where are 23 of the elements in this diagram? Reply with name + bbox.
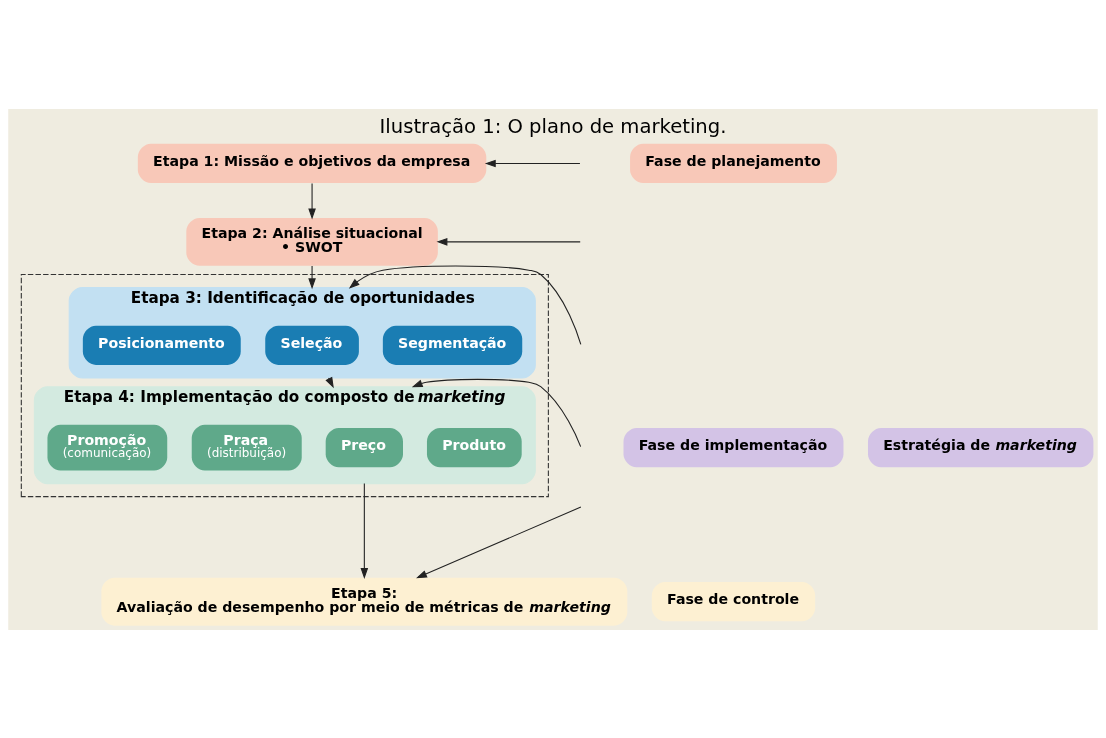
arrow xyxy=(360,482,369,579)
arrow xyxy=(308,264,316,289)
arrow xyxy=(348,264,582,345)
arrow xyxy=(416,505,582,578)
node-box: Posicionamento xyxy=(82,325,241,365)
node-box: Promoção (comunicação) xyxy=(47,424,168,471)
cluster xyxy=(20,273,549,497)
node-box: Estratégia de marketing xyxy=(868,427,1094,467)
node-box: Fase de implementação xyxy=(623,427,844,467)
node-box: Produto xyxy=(426,427,522,467)
node-box: Fase de planejamento xyxy=(630,143,837,183)
diagram-title: Ilustração 1: O plano de marketing. xyxy=(379,114,727,138)
node-box: Etapa 2: Análise situacional • SWOT xyxy=(186,217,438,266)
arrow xyxy=(308,182,316,219)
node-box: Etapa 1: Missão e objetivos da empresa xyxy=(137,143,487,183)
node-box: Segmentação xyxy=(382,325,523,365)
node-box: Preço xyxy=(325,427,403,467)
arrow xyxy=(484,159,581,167)
node-box: Praça (distribuição) xyxy=(191,424,302,471)
arrow xyxy=(436,237,581,246)
arrow xyxy=(411,378,582,447)
node-box: Etapa 5: Avaliação de desempenho por meio de métricas de marketing xyxy=(101,577,628,626)
node-box: Seleção xyxy=(265,325,359,365)
